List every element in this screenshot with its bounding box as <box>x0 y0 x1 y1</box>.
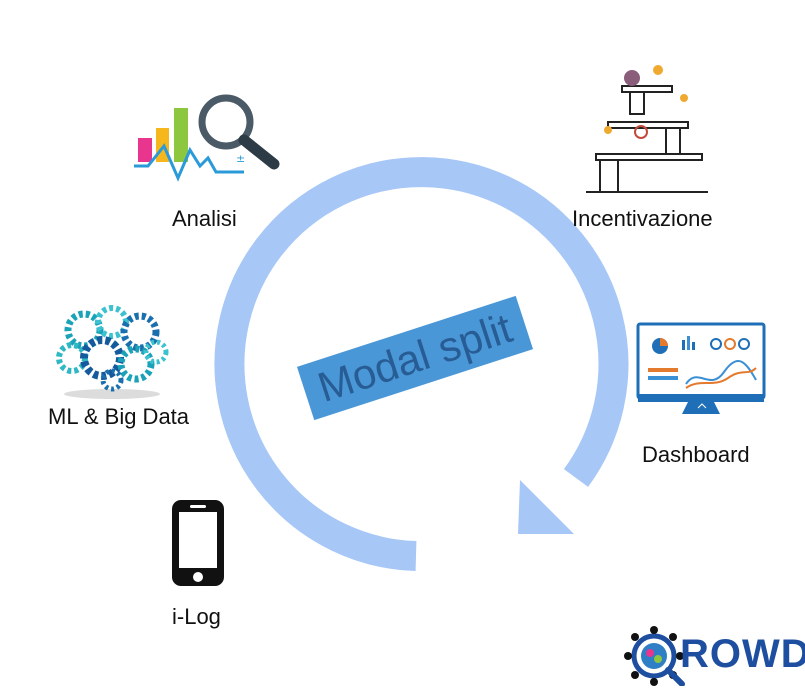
node-label-dashboard: Dashboard <box>642 442 750 467</box>
qrowd-gear-logo-icon <box>624 626 685 686</box>
node-label-incentivazione: Incentivazione <box>572 206 713 231</box>
analytics-magnifier-icon: ± <box>134 94 280 182</box>
gear-brain-icon <box>56 305 169 399</box>
monitor-dashboard-icon <box>636 322 766 414</box>
node-label-analisi: Analisi <box>172 206 237 231</box>
cycle-arrow-ring <box>214 157 629 571</box>
node-label-i-log: i-Log <box>172 604 221 629</box>
qrowd-logo-text: ROWD <box>680 632 805 676</box>
qrowd-logo: ROWD <box>624 626 805 686</box>
node-label-ml-big-data: ML & Big Data <box>48 404 190 429</box>
podium-stairs-icon <box>586 65 708 193</box>
cycle-arrow-head <box>518 480 574 534</box>
smartphone-icon <box>172 500 224 586</box>
svg-text:±: ± <box>236 152 245 165</box>
